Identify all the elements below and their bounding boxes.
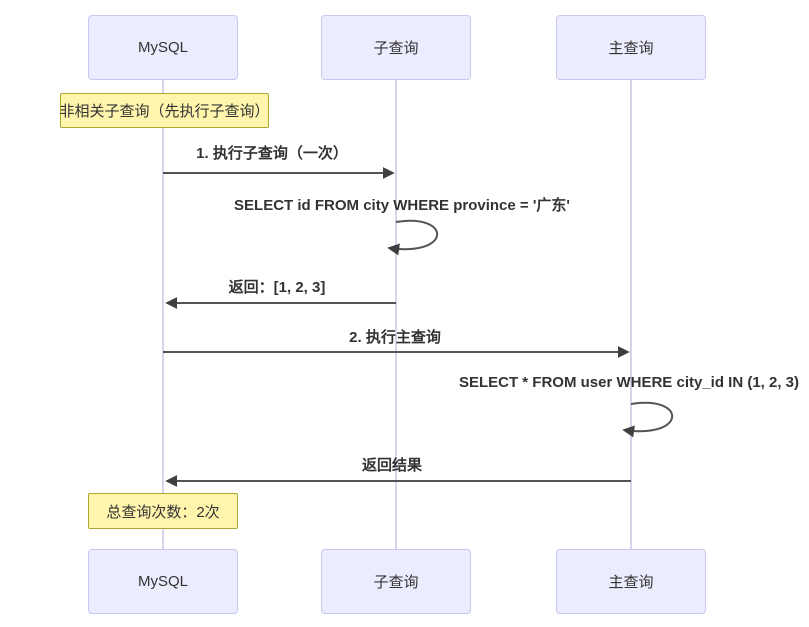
message-label-select-city: SELECT id FROM city WHERE province = '广东… [234,197,570,214]
actor-subquery-top: 子查询 [321,15,471,80]
actor-label: 子查询 [373,574,419,591]
actor-label: MySQL [137,39,188,56]
note-total-query-count: 总查询次数：2次 [88,493,238,529]
note-text: 非相关子查询（先执行子查询） [59,103,270,120]
actor-label: 子查询 [373,40,419,57]
message-label-select-user: SELECT * FROM user WHERE city_id IN (1, … [458,374,800,391]
note-uncorrelated-subquery: 非相关子查询（先执行子查询） [59,93,270,128]
actor-label: 主查询 [608,574,654,591]
message-label-execute-mainquery: 2. 执行主查询 [349,329,441,346]
self-loop-subquery [387,219,439,256]
actor-mainquery-top: 主查询 [556,15,706,80]
actor-mainquery-bottom: 主查询 [556,549,706,614]
message-label-return-result: 返回结果 [361,457,423,474]
message-label-execute-subquery: 1. 执行子查询（一次） [196,145,348,162]
actor-mysql-top: MySQL [88,15,238,80]
actor-subquery-bottom: 子查询 [321,549,471,614]
note-text: 总查询次数：2次 [106,503,220,521]
actor-label: MySQL [137,573,188,590]
self-loop-mainquery [622,401,674,438]
message-label-return-ids: 返回：[1, 2, 3] [228,279,326,296]
actor-label: 主查询 [608,40,654,57]
actor-mysql-bottom: MySQL [88,549,238,614]
